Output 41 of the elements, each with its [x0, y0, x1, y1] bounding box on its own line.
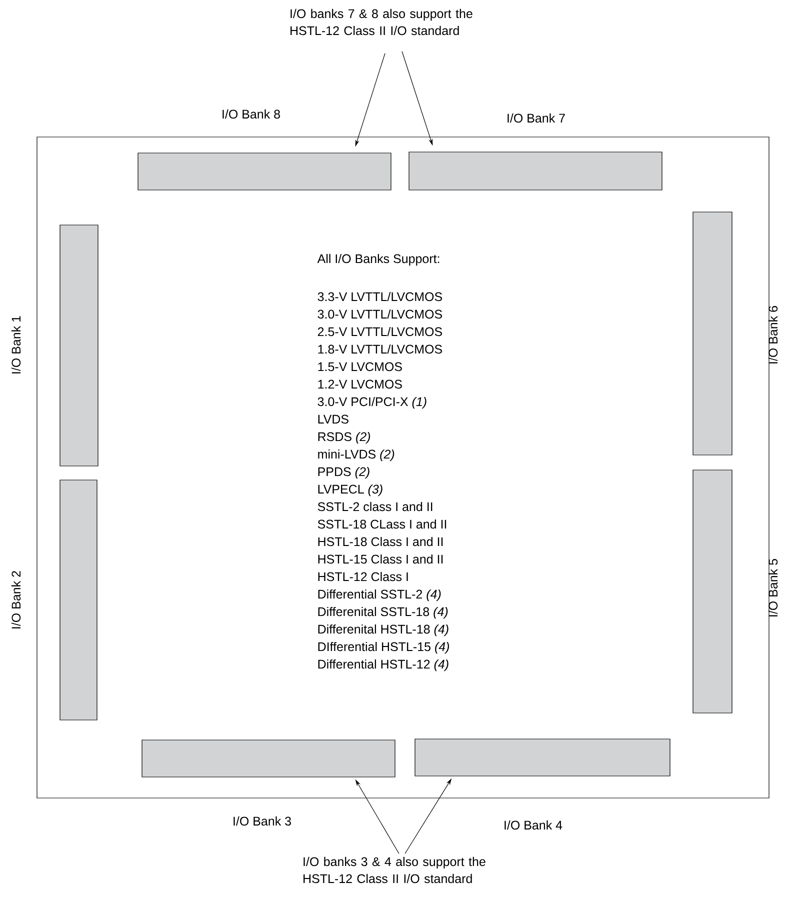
- list-item: Differential SSTL-2 (4): [318, 589, 441, 602]
- list-item: Differenital HSTL-18 (4): [318, 624, 448, 636]
- bank-label: I/O Bank 2: [11, 571, 21, 628]
- io-bank-bar: [692, 212, 732, 456]
- list-item: RSDS (2): [318, 432, 370, 444]
- list-heading: All I/O Banks Support:: [317, 254, 440, 266]
- bank-label: I/O Bank 1: [11, 316, 21, 374]
- list-item: SSTL-2 class I and II: [318, 502, 432, 512]
- io-bank-bar: [142, 740, 396, 778]
- list-item: HSTL-15 Class I and II: [318, 554, 443, 564]
- bank-label: I/O Bank 3: [234, 816, 291, 826]
- list-item: HSTL-18 Class I and II: [318, 536, 443, 546]
- list-item: mini-LVDS (2): [318, 449, 394, 462]
- io-bank-bar: [408, 152, 662, 190]
- list-item: DIfferential HSTL-15 (4): [318, 642, 449, 654]
- io-bank-bar: [60, 224, 98, 466]
- io-bank-bar: [414, 738, 670, 776]
- callout-note: I/O banks 3 & 4 also support the HSTL-12 Class II I/O standard: [304, 856, 486, 884]
- list-item: 1.8-V LVTTL/LVCMOS: [318, 344, 442, 354]
- list-item: 3.0-V PCI/PCI-X (1): [318, 396, 426, 409]
- list-item: 3.3-V LVTTL/LVCMOS: [318, 292, 442, 302]
- list-item: PPDS (2): [318, 466, 370, 479]
- list-item: 3.0-V LVTTL/LVCMOS: [318, 309, 442, 319]
- bank-label: I/O Bank 4: [504, 820, 562, 830]
- list-item: 2.5-V LVTTL/LVCMOS: [318, 326, 442, 336]
- io-bank-bar: [60, 480, 98, 720]
- list-item: Differenital SSTL-18 (4): [318, 606, 448, 619]
- list-item: LVPECL (3): [318, 484, 382, 496]
- bank-label: I/O Bank 6: [768, 306, 778, 364]
- list-item: 1.5-V LVCMOS: [318, 362, 402, 372]
- list-item: SSTL-18 CLass I and II: [318, 519, 446, 529]
- callout-note: I/O banks 7 & 8 also support the HSTL-12 Class II I/O standard: [290, 8, 472, 36]
- io-bank-bar: [692, 470, 732, 714]
- list-item: LVDS: [318, 414, 348, 424]
- list-item: 1.2-V LVCMOS: [318, 380, 402, 389]
- list-item: Differential HSTL-12 (4): [318, 659, 448, 672]
- bank-label: I/O Bank 7: [508, 113, 565, 123]
- list-item: HSTL-12 Class I: [318, 572, 408, 582]
- bank-label: I/O Bank 5: [768, 559, 778, 616]
- bank-label: I/O Bank 8: [222, 109, 280, 119]
- io-bank-bar: [138, 152, 392, 190]
